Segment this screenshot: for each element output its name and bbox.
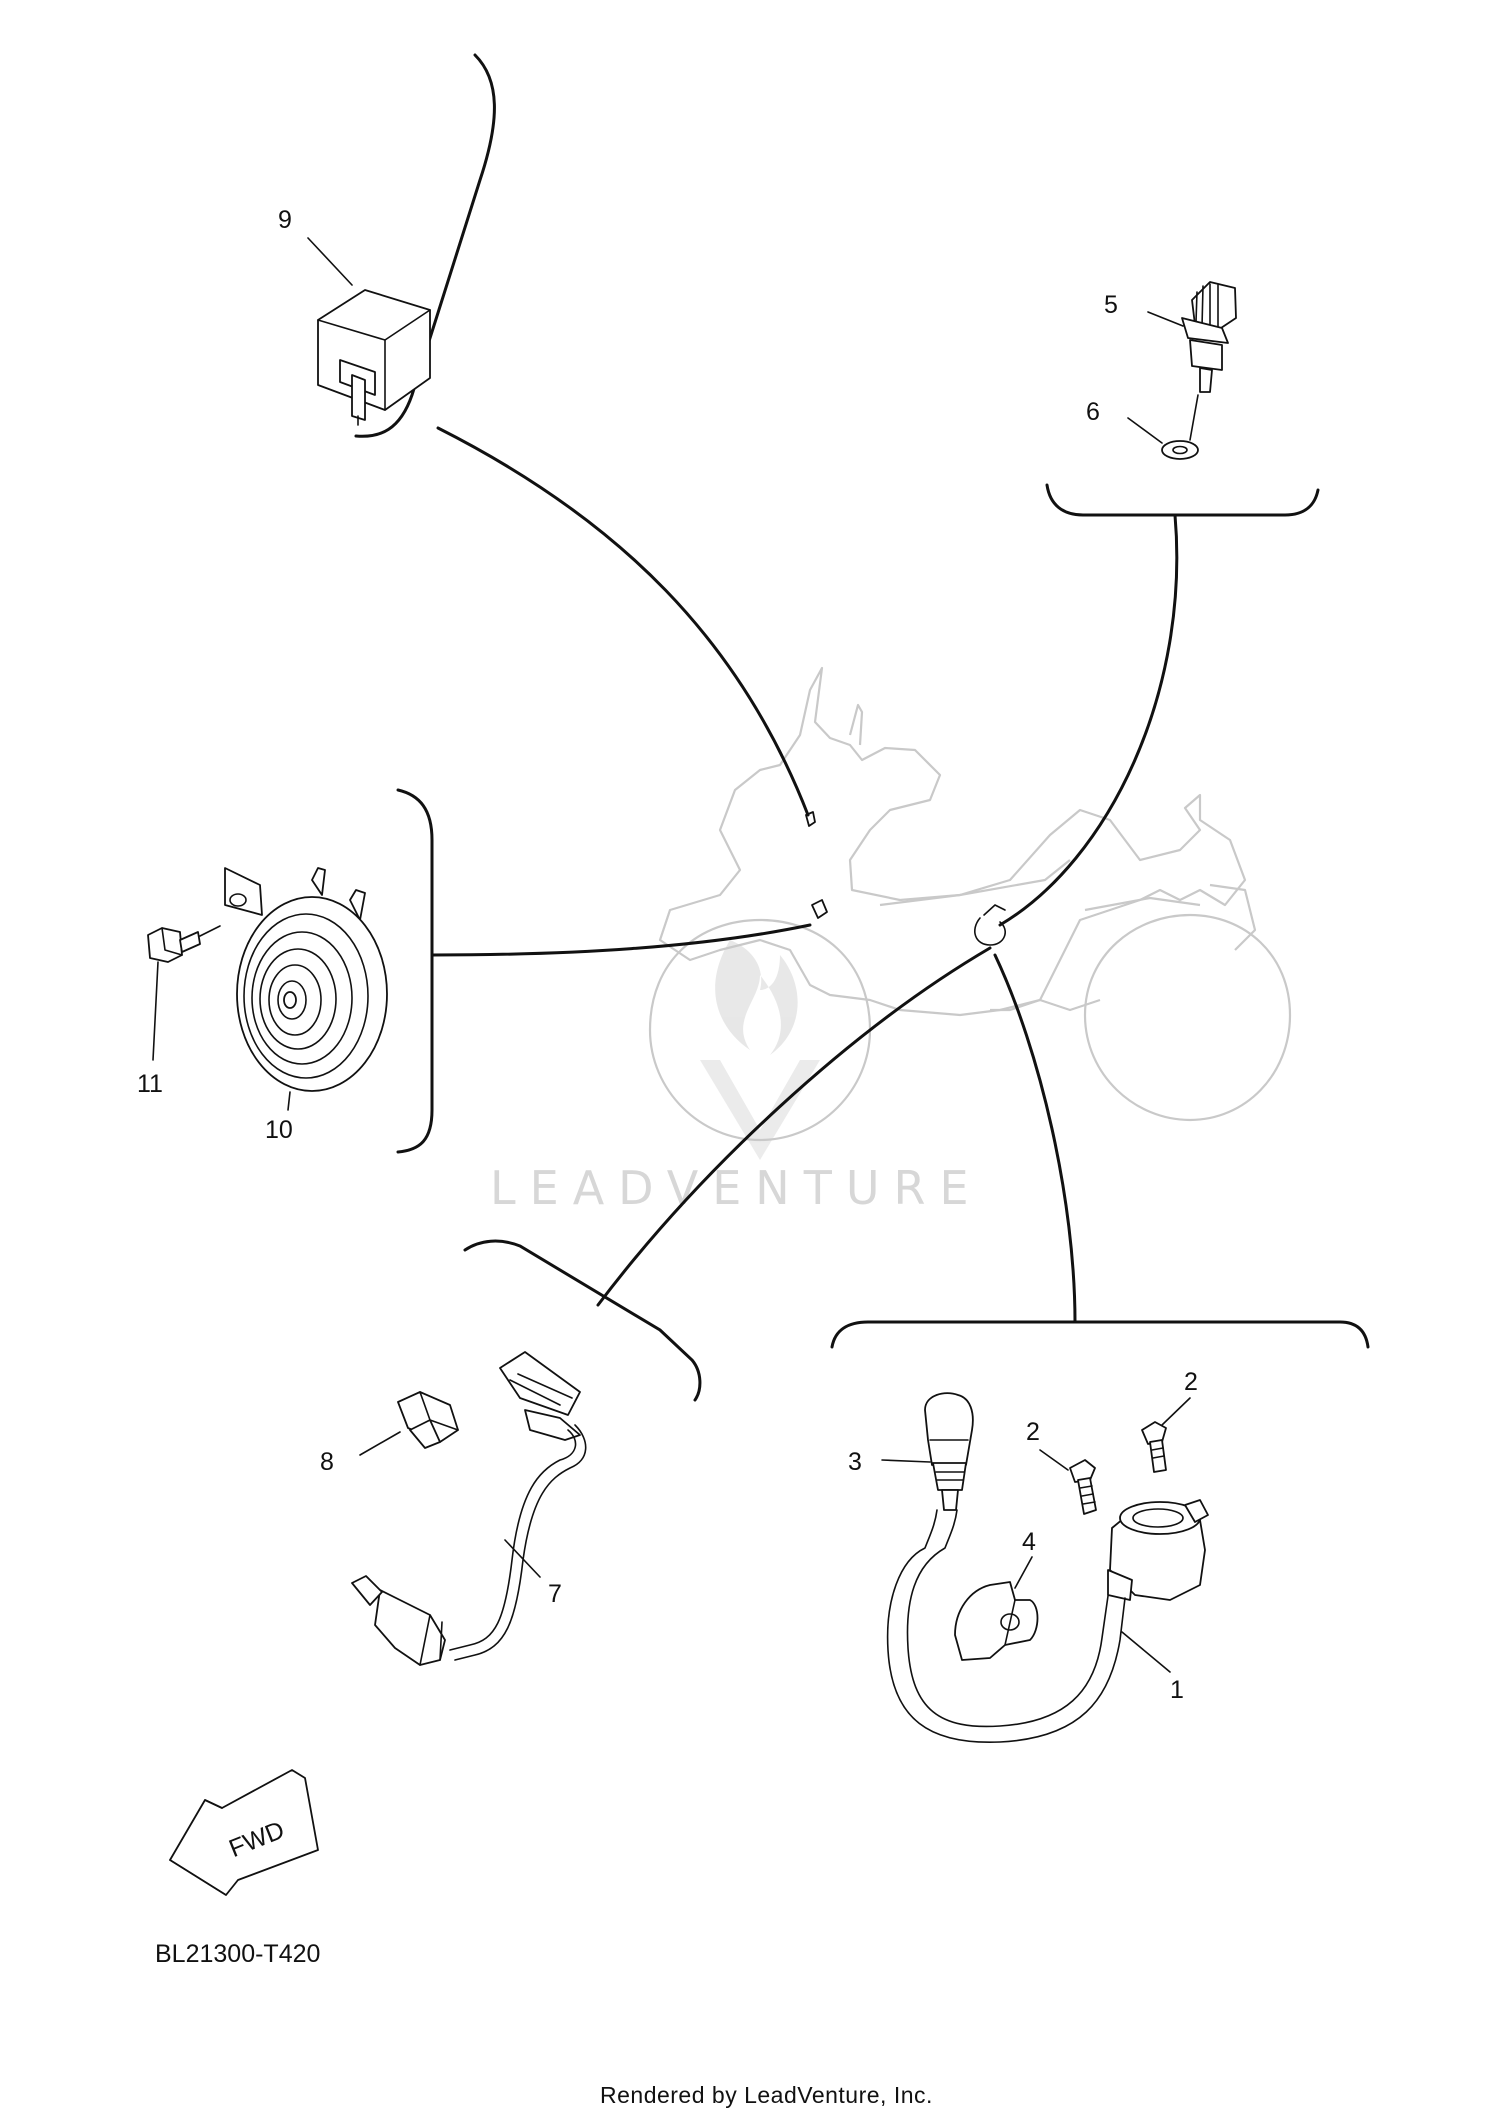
watermark-text: LEADVENTURE	[490, 1161, 983, 1215]
callout-line-4	[1014, 1556, 1033, 1589]
callout-7: 7	[548, 1580, 562, 1608]
callout-line-1	[1121, 1631, 1171, 1673]
callout-line-5	[1147, 311, 1184, 327]
harness-loop	[974, 917, 1006, 946]
switch-icon[interactable]	[397, 1391, 459, 1449]
callout-line-10	[287, 1091, 291, 1111]
callout-line-8	[359, 1431, 401, 1456]
bracket-ignition	[830, 1320, 1370, 1349]
callout-5: 5	[1104, 291, 1118, 319]
horn-mount-mark	[811, 899, 828, 919]
leader-ignition	[993, 953, 1077, 1324]
diagram-code: BL21300-T420	[155, 1940, 321, 1968]
callout-8: 8	[320, 1448, 334, 1476]
relay-icon[interactable]	[317, 289, 431, 426]
ignition-coil-icon[interactable]	[886, 1499, 1209, 1744]
spark-plug-cap-icon[interactable]	[924, 1392, 974, 1511]
leader-temp-sensor	[998, 513, 1179, 927]
leadventure-logo-icon	[700, 940, 820, 1160]
callout-11: 11	[137, 1070, 163, 1098]
bolt-axis-line	[199, 925, 221, 937]
leader-relay	[436, 426, 810, 817]
washer-icon[interactable]	[1161, 440, 1199, 460]
callout-line-2a	[1039, 1449, 1069, 1471]
bracket-switch	[463, 1239, 702, 1402]
forward-arrow-icon: FWD	[169, 1769, 319, 1896]
temperature-sensor-icon[interactable]	[1181, 281, 1237, 393]
bolt-icon[interactable]	[147, 927, 201, 963]
callout-line-9	[307, 237, 353, 286]
neutral-switch-icon[interactable]	[351, 1351, 587, 1666]
watermark: LEADVENTURE	[490, 940, 983, 1215]
callout-1: 1	[1170, 1676, 1184, 1704]
callout-line-3	[881, 1459, 931, 1463]
callout-6: 6	[1086, 398, 1100, 426]
bolt-icon[interactable]	[1141, 1421, 1167, 1473]
motorcycle-outline	[648, 666, 1292, 1142]
horn-icon[interactable]	[224, 867, 388, 1092]
bracket-relay	[354, 53, 496, 438]
callout-2b: 2	[1184, 1368, 1198, 1396]
leader-switch	[596, 946, 992, 1307]
bracket-horn	[396, 788, 434, 1154]
callout-9: 9	[278, 206, 292, 234]
harness-tab	[983, 904, 1006, 916]
callout-line-11	[152, 961, 159, 1061]
sensor-axis-line	[1189, 394, 1199, 441]
callout-4: 4	[1022, 1528, 1036, 1556]
render-credit: Rendered by LeadVenture, Inc.	[600, 2082, 933, 2108]
bracket-icon[interactable]	[954, 1581, 1039, 1661]
callout-2a: 2	[1026, 1418, 1040, 1446]
bracket-temp-sensor	[1045, 483, 1320, 517]
callout-3: 3	[848, 1448, 862, 1476]
bolt-icon[interactable]	[1069, 1459, 1097, 1515]
callout-line-6	[1127, 417, 1163, 444]
callout-10: 10	[265, 1116, 293, 1144]
leader-horn	[430, 923, 812, 957]
callout-line-7	[504, 1539, 541, 1578]
callout-line-2b	[1161, 1397, 1191, 1426]
